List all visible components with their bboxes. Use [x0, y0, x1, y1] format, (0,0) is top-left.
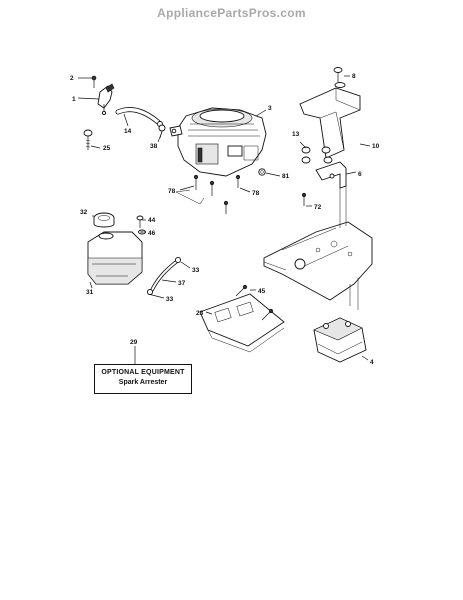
callout-46: 46 — [148, 230, 156, 237]
callout-labels: 2 1 14 25 38 3 81 78 78 8 13 10 6 72 32 … — [70, 73, 380, 366]
heat-shield-part[interactable] — [199, 293, 285, 353]
callout-1: 1 — [72, 96, 76, 103]
callout-14: 14 — [124, 128, 132, 135]
fuel-cap-part[interactable] — [93, 212, 115, 228]
nut-part[interactable] — [258, 168, 266, 176]
callout-3: 3 — [268, 105, 272, 112]
muffler-part[interactable] — [313, 317, 367, 363]
callout-8: 8 — [352, 73, 356, 80]
callout-45: 45 — [258, 288, 266, 295]
fuel-tank-part[interactable] — [87, 231, 143, 285]
site-watermark: AppliancePartsPros.com — [157, 6, 306, 20]
callout-10: 10 — [372, 143, 380, 150]
callout-33: 33 — [166, 296, 174, 303]
engine-part[interactable] — [169, 107, 267, 177]
callout-32: 32 — [80, 209, 88, 216]
throttle-control-part[interactable] — [97, 83, 115, 116]
leader-lines — [77, 75, 371, 364]
callout-31: 31 — [86, 289, 94, 296]
screw-72-part[interactable] — [301, 192, 307, 206]
callout-78: 78 — [252, 190, 260, 197]
spark-arrester-label: Spark Arrester — [118, 379, 168, 386]
screw-part[interactable] — [91, 75, 97, 88]
bolt-8-part[interactable] — [333, 67, 346, 88]
callout-25: 25 — [103, 145, 111, 152]
screw-44-part[interactable] — [136, 215, 144, 228]
fuel-hose-part[interactable] — [150, 260, 178, 292]
screws-45-part[interactable] — [235, 284, 274, 321]
chassis-frame — [263, 186, 373, 310]
callout-72: 72 — [314, 204, 322, 211]
callout-4: 4 — [370, 359, 374, 366]
optional-equipment-box: OPTIONAL EQUIPMENT Spark Arrester — [94, 364, 192, 394]
callout-78: 78 — [168, 188, 176, 195]
fitting-part[interactable] — [158, 124, 166, 139]
optional-equipment-title: OPTIONAL EQUIPMENT — [101, 369, 185, 376]
fuel-line-part[interactable] — [115, 107, 163, 127]
callout-81: 81 — [282, 173, 290, 180]
callout-29: 29 — [130, 339, 138, 346]
callout-23: 23 — [196, 310, 204, 317]
callout-44: 44 — [148, 217, 156, 224]
engine-mount-bolts[interactable] — [175, 174, 241, 214]
bracket-6-part[interactable] — [315, 161, 347, 189]
spacers-13-part[interactable] — [301, 146, 333, 164]
bracket-10-part[interactable] — [299, 87, 361, 159]
callout-37: 37 — [178, 280, 186, 287]
callout-13: 13 — [292, 131, 300, 138]
bolt-part[interactable] — [83, 129, 93, 150]
callout-38: 38 — [150, 143, 158, 150]
callout-6: 6 — [358, 171, 362, 178]
callout-2: 2 — [70, 75, 74, 82]
callout-33: 33 — [192, 267, 200, 274]
